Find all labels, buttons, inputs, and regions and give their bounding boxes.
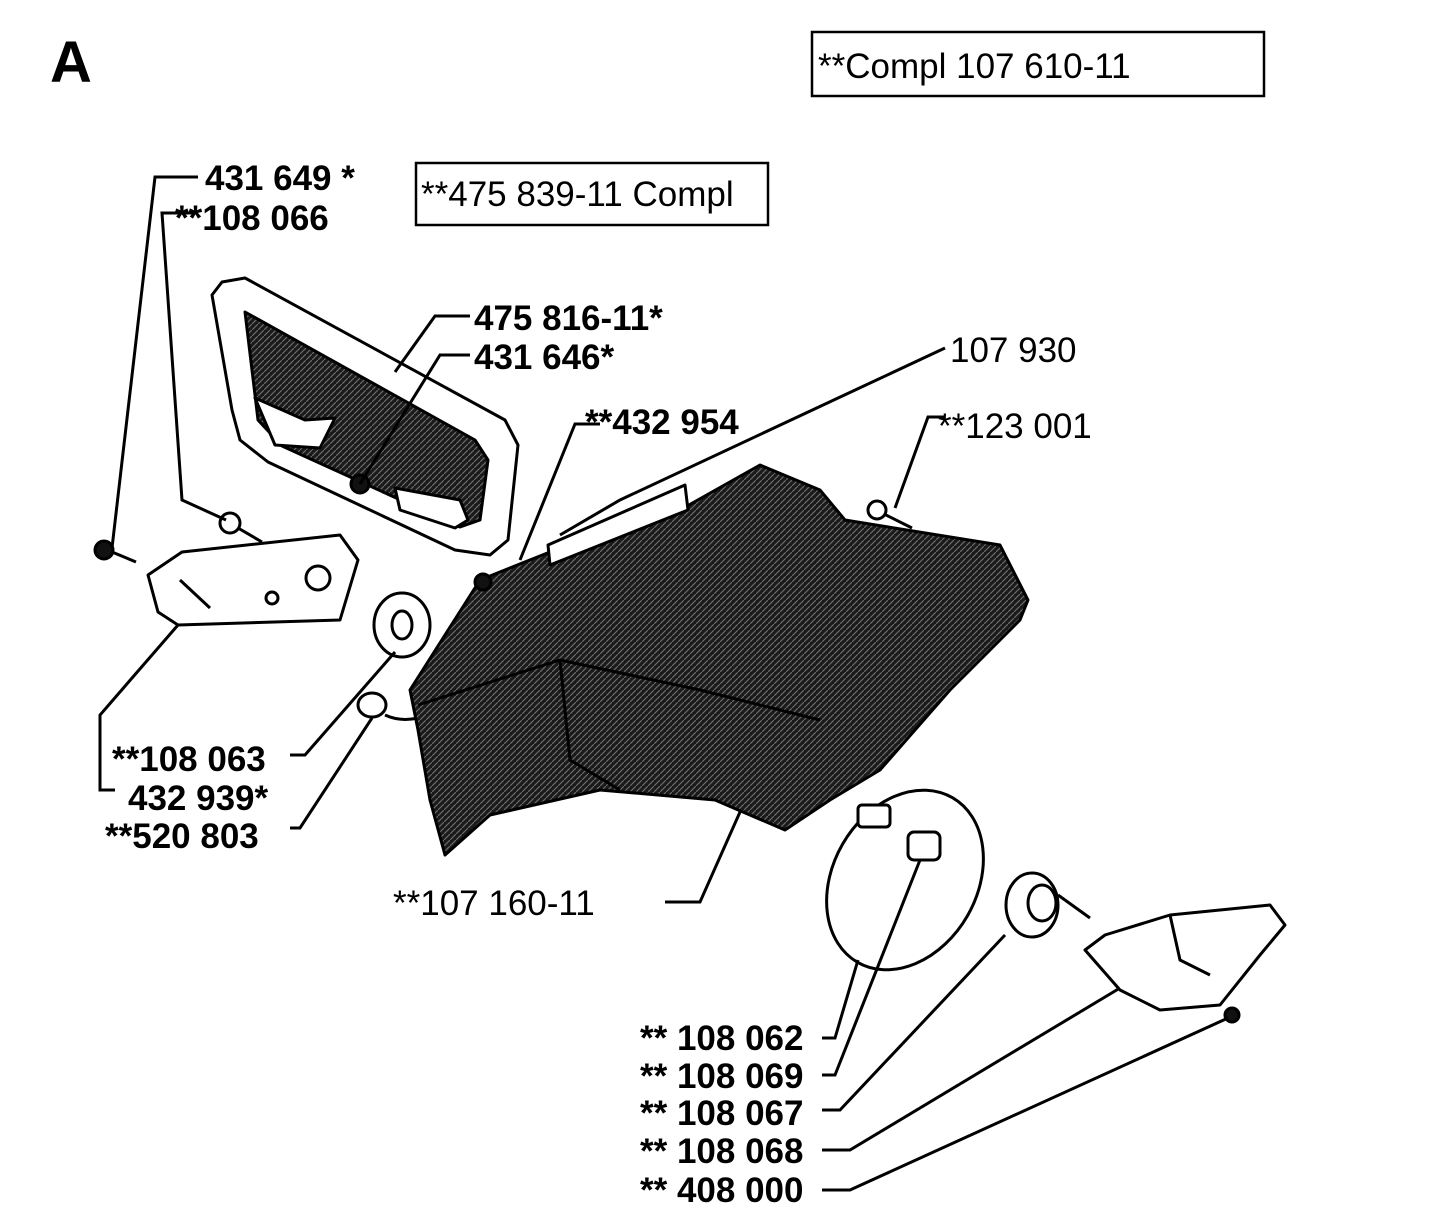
part-number-108-063: **108 063 [112, 740, 266, 779]
lever-108-068-part [1083, 903, 1287, 1012]
part-number-475-816-11: 475 816-11* [474, 299, 663, 338]
part-number-431-646: 431 646* [474, 338, 615, 377]
clutch-cover-107-160-11-part [408, 463, 1030, 857]
part-number-108-067: ** 108 067 [640, 1094, 803, 1133]
kit-box-complete-107-610-11: **Compl 107 610-11 [810, 30, 1266, 98]
part-number-520-803: **520 803 [105, 817, 259, 856]
washer-108-063-part [372, 591, 432, 659]
kit-box-guard-475-839-11: **475 839-11 Compl [414, 161, 770, 227]
spring-108-067-part [1004, 871, 1091, 939]
bolt-431-649-part [93, 539, 137, 564]
part-number-123-001: **123 001 [938, 407, 1092, 446]
part-number-408-000: ** 408 000 [640, 1171, 803, 1210]
leader-lines [98, 175, 1229, 1192]
clip-520-803-part [356, 691, 419, 721]
bracket-plate-432-939-part [146, 533, 360, 627]
strip-107-930-part [546, 483, 690, 567]
pin-108-066-part [218, 511, 263, 544]
part-number-432-939: 432 939* [128, 779, 269, 818]
part-number-108-069: ** 108 069 [640, 1057, 803, 1096]
part-number-108-066: **108 066 [175, 199, 329, 238]
screw-123-001-part [866, 499, 913, 530]
sleeve-108-069-part [906, 830, 942, 862]
chain-guard-part [210, 276, 520, 557]
kit-label: **Compl 107 610-11 [818, 47, 1131, 86]
part-number-108-068: ** 108 068 [640, 1132, 803, 1171]
part-number-431-649: 431 649 * [205, 159, 355, 198]
kit-label: **475 839-11 Compl [421, 175, 734, 214]
part-number-107-930: 107 930 [950, 331, 1077, 370]
part-number-432-954: **432 954 [585, 403, 739, 442]
screw-408-000-part [1223, 1006, 1241, 1024]
part-number-108-062: ** 108 062 [640, 1019, 803, 1058]
part-number-107-160-11: **107 160-11 [393, 884, 595, 923]
section-letter: A [50, 30, 92, 95]
